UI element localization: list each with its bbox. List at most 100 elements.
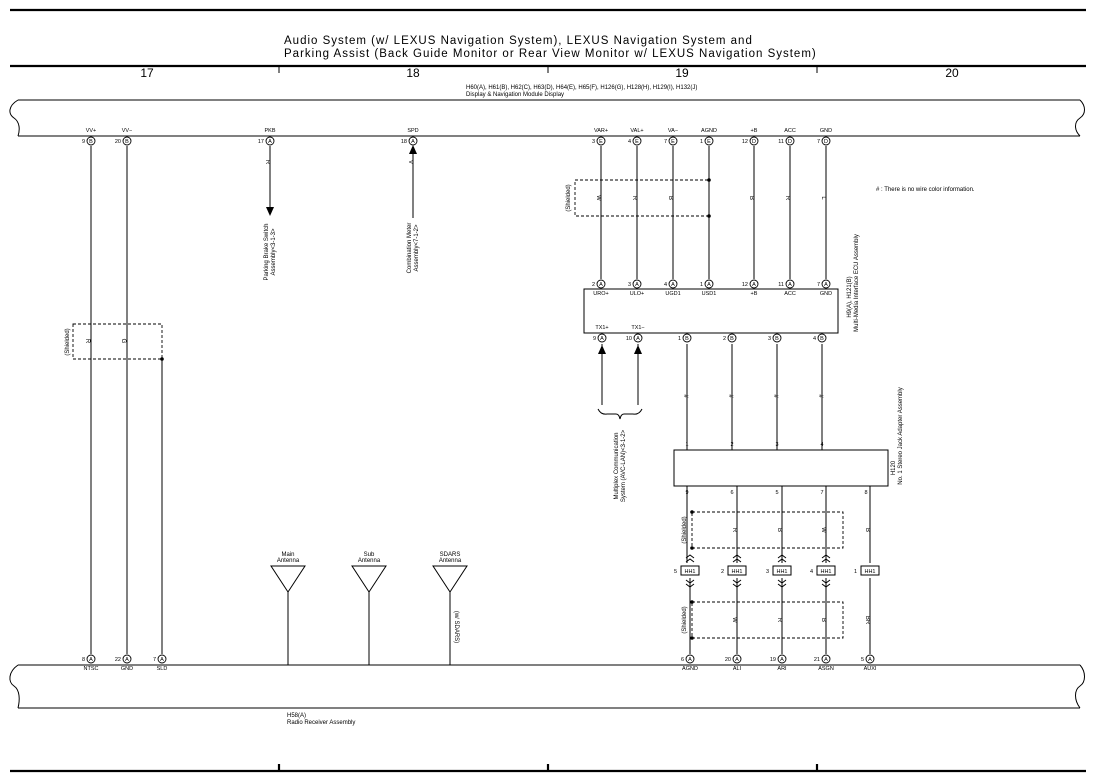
- wire-color: W: [731, 617, 737, 623]
- hh1-label: HH1: [864, 569, 875, 575]
- pin-number: 2: [723, 336, 726, 342]
- hh1-label: HH1: [776, 569, 787, 575]
- pin-circle: [86, 136, 96, 146]
- pin-connector-letter: A: [160, 657, 164, 663]
- pin-name: GND: [121, 666, 133, 672]
- sdars-antenna-label: Antenna: [439, 558, 462, 564]
- wire-color: G: [120, 339, 126, 344]
- pin-number: 6: [681, 657, 684, 663]
- pin-connector-letter: E: [707, 139, 711, 145]
- hh1-pin: 4: [810, 569, 813, 575]
- pin-circle: [865, 654, 875, 664]
- pin-circle: [265, 136, 275, 146]
- pin-connector-letter: A: [636, 336, 640, 342]
- section-number: 19: [675, 66, 689, 80]
- multiplex-label-2: System (AVC-LAN)<3-1-2>: [621, 429, 627, 502]
- pin-connector-letter: A: [671, 282, 675, 288]
- pin-connector-letter: A: [780, 657, 784, 663]
- pin-connector-letter: B: [730, 336, 734, 342]
- pin-circle: [777, 654, 787, 664]
- pin-1: B1: [678, 333, 692, 343]
- pin-connector-letter: A: [411, 139, 415, 145]
- pin-name: ASGN: [818, 666, 834, 672]
- pin-name: URO+: [593, 291, 608, 297]
- stereo-jack-connector: H120: [891, 460, 897, 475]
- sdars-antenna-label: SDARS: [440, 552, 461, 558]
- no-color-mark: #: [772, 394, 778, 398]
- pin-circle: [727, 333, 737, 343]
- stereo-jack-pin: 6: [730, 490, 733, 496]
- pin-circle: [86, 654, 96, 664]
- wire-color: R: [264, 160, 270, 165]
- no-color-mark: #: [727, 394, 733, 398]
- shielded-label: (Shielded): [566, 184, 572, 211]
- pin-circle: [668, 136, 678, 146]
- multiplex-bracket: [597, 408, 643, 420]
- pin-number: 3: [592, 139, 595, 145]
- stereo-jack-pin: 3: [775, 442, 778, 448]
- pin-name: VAL+: [630, 128, 643, 134]
- wire-color: B: [667, 196, 673, 200]
- pin-circle: [821, 654, 831, 664]
- pin-number: 9: [593, 336, 596, 342]
- pin-name: TX1+: [595, 325, 608, 331]
- hh1-connectors: [680, 554, 880, 588]
- pin-connector-letter: E: [671, 139, 675, 145]
- pin-number: 1: [700, 139, 703, 145]
- pin-name: VV+: [86, 128, 97, 134]
- pin-circle: [122, 136, 132, 146]
- pin-number: 1: [700, 282, 703, 288]
- pin--b: D12+B: [742, 128, 759, 146]
- pin-name: ARI: [777, 666, 787, 672]
- pin-name: ALI: [733, 666, 742, 672]
- pin-circle: [596, 279, 606, 289]
- wire-color: R: [784, 196, 790, 201]
- pin-number: 3: [628, 282, 631, 288]
- pin-number: 20: [115, 139, 121, 145]
- pin-connector-letter: E: [635, 139, 639, 145]
- pin-number: 22: [115, 657, 121, 663]
- pin-connector-letter: A: [868, 657, 872, 663]
- wire-color: B: [776, 528, 782, 532]
- wire-color: W: [820, 527, 826, 533]
- pin-circle: [821, 279, 831, 289]
- pin-connector-letter: D: [824, 139, 828, 145]
- pin-number: 20: [725, 657, 731, 663]
- pin-connector-letter: A: [824, 657, 828, 663]
- combination-meter-label-1: Combination Meter: [407, 223, 413, 274]
- pin-number: 7: [664, 139, 667, 145]
- pin-circle: [596, 136, 606, 146]
- pin-connector-letter: A: [688, 657, 692, 663]
- pin-name: AUXI: [864, 666, 877, 672]
- display-module-connectors: H60(A), H61(B), H62(C), H63(D), H64(E), …: [466, 85, 697, 91]
- hh1-pin: 2: [721, 569, 724, 575]
- pin-circle: [632, 279, 642, 289]
- pin-2: B2: [723, 333, 737, 343]
- pin-4: B4: [813, 333, 827, 343]
- pin-number: 1: [678, 336, 681, 342]
- pin-connector-letter: A: [707, 282, 711, 288]
- pin-circle: [685, 654, 695, 664]
- pin-circle: [632, 136, 642, 146]
- pin-circle: [122, 654, 132, 664]
- wire-color: B: [820, 618, 826, 622]
- pin-name: ACC: [784, 128, 796, 134]
- stereo-jack-pin: 8: [864, 490, 867, 496]
- shielded-label: (Shielded): [682, 606, 688, 633]
- stereo-jack-pin: 5: [775, 490, 778, 496]
- section-number: 17: [140, 66, 154, 80]
- pin-circle: [772, 333, 782, 343]
- pin-connector-letter: E: [599, 139, 603, 145]
- pin-number: 4: [664, 282, 667, 288]
- pin-number: 19: [770, 657, 776, 663]
- combination-meter-label-2: Assembly<7-1-2>: [414, 224, 420, 272]
- pin-number: 11: [778, 139, 784, 145]
- pin-name: +B: [751, 291, 758, 297]
- wires: [90, 145, 871, 665]
